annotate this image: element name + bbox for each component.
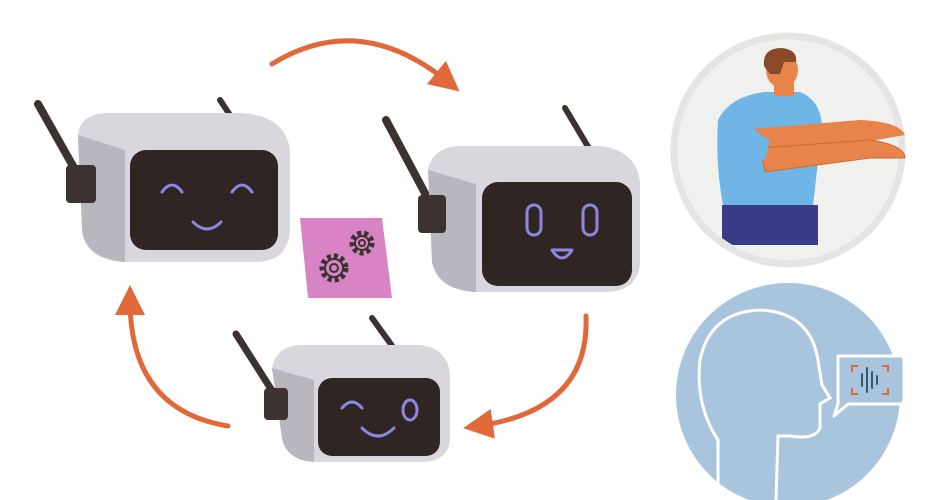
robot-winking	[232, 315, 450, 462]
robot-ear-icon	[264, 388, 288, 420]
robot-screen	[130, 150, 278, 250]
cycle-arrow-top	[269, 38, 460, 92]
robot-ear-icon	[418, 195, 446, 233]
cycle-arrow-left	[115, 285, 231, 429]
voice-waveform-icon	[861, 367, 878, 393]
human-gesturing	[670, 32, 906, 268]
gears-card	[300, 218, 392, 298]
robot-surprised	[382, 105, 640, 292]
speech-bubble	[832, 354, 906, 418]
robot-screen	[482, 182, 632, 286]
speaking-head	[676, 283, 906, 500]
cycle-arrow-right	[463, 313, 589, 439]
gear-icon	[319, 230, 375, 283]
robot-screen	[318, 378, 440, 456]
robot-ear-icon	[66, 165, 96, 203]
robot-happy	[34, 97, 290, 262]
